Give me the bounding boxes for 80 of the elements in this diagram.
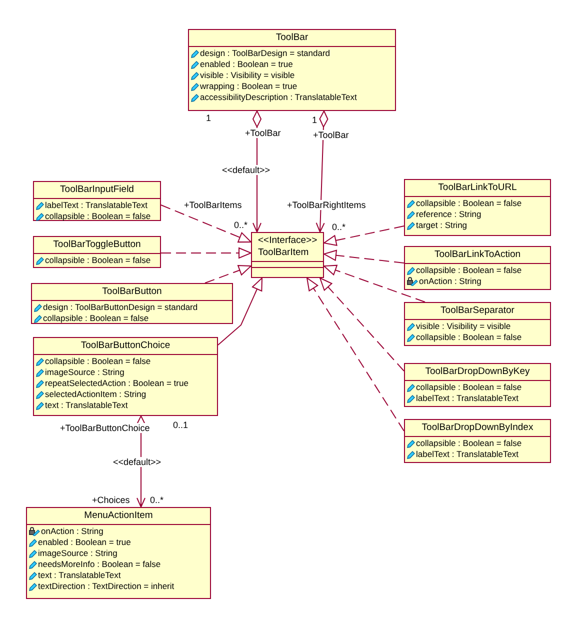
class-name: ToolBarLinkToURL <box>438 182 517 194</box>
realization-arrow <box>324 264 426 302</box>
attribute-text: imageSource : String <box>38 548 118 559</box>
class-name: ToolBarInputField <box>60 184 134 196</box>
realization-arrow <box>160 204 252 243</box>
attribute-text: collapsible : Boolean = false <box>416 382 522 393</box>
class-box <box>26 507 211 599</box>
attribute-text: imageSource : String <box>45 367 124 378</box>
attribute-text: design : ToolBarButtonDesign = standard <box>43 302 198 313</box>
attribute-text: selectedActionItem : String <box>45 389 146 400</box>
attribute-text: onAction : String <box>419 276 482 287</box>
class-name: ToolBarDropDownByKey <box>425 366 530 378</box>
edge-label: <<default>> <box>113 457 162 467</box>
class-name: ToolBarLinkToAction <box>434 249 521 261</box>
edge-label: <<default>> <box>222 165 270 175</box>
role-label: +ToolBar <box>313 130 349 140</box>
class-box <box>404 246 551 290</box>
attribute-text: enabled : Boolean = true <box>38 537 131 548</box>
class-box <box>33 181 161 221</box>
attribute-text: design : ToolBarDesign = standard <box>200 48 330 59</box>
class-name: ToolBar <box>276 32 308 44</box>
role-label: +Choices <box>92 495 130 505</box>
multiplicity-label: 0..* <box>234 220 248 230</box>
multiplicity-label: 0..1 <box>173 420 188 430</box>
attribute-text: wrapping : Boolean = true <box>200 81 298 92</box>
attribute-text: collapsible : Boolean = false <box>45 255 151 266</box>
class-box <box>33 337 218 416</box>
class-name: ToolBarButton <box>102 286 162 298</box>
attribute-text: repeatSelectedAction : Boolean = true <box>45 378 188 389</box>
realization-arrow <box>320 278 404 372</box>
class-name: ToolBarButtonChoice <box>80 340 170 352</box>
attribute-text: labelText : TranslatableText <box>416 393 519 404</box>
class-name: MenuActionItem <box>84 510 153 522</box>
multiplicity-label: 0..* <box>150 495 164 505</box>
attribute-text: collapsible : Boolean = false <box>416 438 522 449</box>
realization-arrow <box>324 250 404 264</box>
attribute-text: textDirection : TextDirection = inherit <box>38 581 174 592</box>
realization-arrow <box>204 264 252 284</box>
realization-arrow <box>324 226 404 246</box>
realization-arrow <box>306 278 404 432</box>
class-box <box>404 419 551 463</box>
attribute-text: needsMoreInfo : Boolean = false <box>38 559 161 570</box>
attribute-text: collapsible : Boolean = false <box>45 211 151 222</box>
attribute-text: visible : Visibility = visible <box>200 70 295 81</box>
role-label: +ToolBar <box>245 128 281 138</box>
class-name: ToolBarItem <box>258 247 309 259</box>
multiplicity-label: 0..* <box>332 222 346 232</box>
attribute-text: collapsible : Boolean = false <box>416 198 522 209</box>
attribute-text: collapsible : Boolean = false <box>43 313 149 324</box>
class-name: ToolBarDropDownByIndex <box>422 422 534 434</box>
attribute-text: text : TranslatableText <box>38 570 121 581</box>
attribute-text: labelText : TranslatableText <box>416 449 519 460</box>
attribute-text: enabled : Boolean = true <box>200 59 293 70</box>
class-name: ToolBarToggleButton <box>53 239 141 251</box>
attribute-text: collapsible : Boolean = false <box>45 356 151 367</box>
role-label: +ToolBarButtonChoice <box>60 423 150 433</box>
class-box <box>188 29 396 111</box>
class-box <box>404 179 551 236</box>
attribute-text: text : TranslatableText <box>45 400 128 411</box>
role-label: +ToolBarItems <box>184 200 242 210</box>
class-box <box>31 283 233 324</box>
attribute-text: target : String <box>416 220 468 231</box>
class-name: ToolBarSeparator <box>440 305 514 317</box>
attribute-text: collapsible : Boolean = false <box>416 332 522 343</box>
interface-box <box>251 232 324 278</box>
attribute-text: collapsible : Boolean = false <box>416 265 522 276</box>
role-label: +ToolBarRightItems <box>287 200 366 210</box>
multiplicity-label: 1 <box>206 113 212 123</box>
attribute-text: onAction : String <box>41 526 104 537</box>
attribute-text: visible : Visibility = visible <box>416 321 511 332</box>
attribute-text: accessibilityDescription : TranslatableText <box>200 92 357 103</box>
class-box <box>33 236 161 268</box>
stereotype-label: <<Interface>> <box>258 235 318 247</box>
realization-arrow <box>160 248 252 258</box>
class-box <box>404 302 551 346</box>
attribute-text: reference : String <box>416 209 482 220</box>
multiplicity-label: 1 <box>312 115 318 125</box>
attribute-text: labelText : TranslatableText <box>45 200 148 211</box>
class-box <box>404 363 551 407</box>
realization-arrow <box>218 278 262 346</box>
